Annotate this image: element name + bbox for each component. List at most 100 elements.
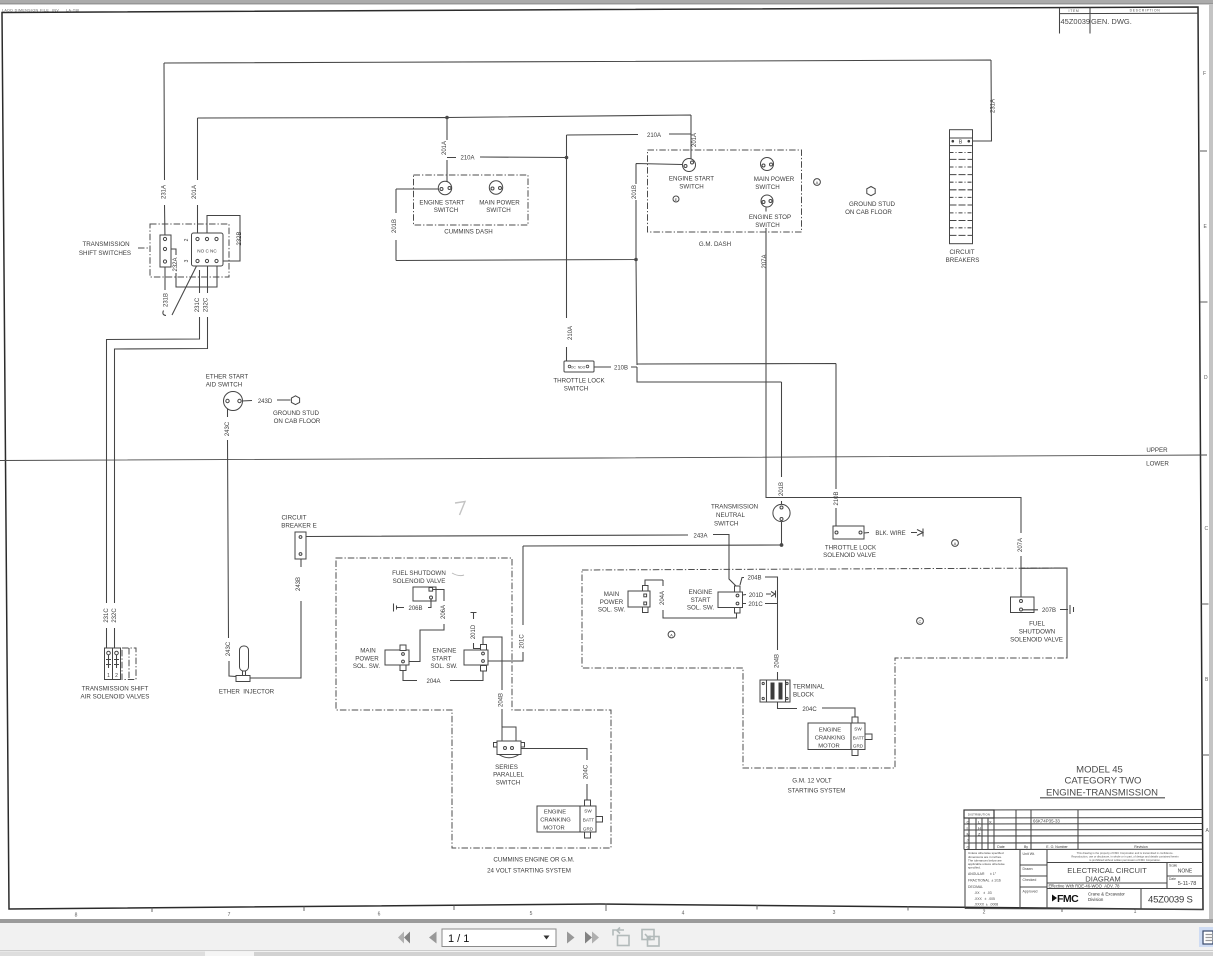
svg-text:210B: 210B [614, 366, 628, 372]
svg-text:SOLENOID VALVE: SOLENOID VALVE [1010, 637, 1063, 644]
svg-text:Unit Wt.: Unit Wt. [1023, 852, 1035, 856]
svg-text:SWITCH: SWITCH [755, 184, 779, 191]
svg-text:204B: 204B [747, 576, 761, 582]
svg-text:206A: 206A [441, 605, 447, 619]
svg-text:B: B [1205, 677, 1209, 683]
svg-text:NEUTRAL: NEUTRAL [716, 512, 745, 519]
svg-text:C: C [919, 619, 922, 624]
svg-text:F: F [1203, 71, 1206, 77]
svg-text:SHIFT SWITCHES: SHIFT SWITCHES [79, 250, 131, 257]
svg-text:243B: 243B [296, 577, 302, 591]
svg-text:BREAKER E: BREAKER E [281, 523, 316, 530]
svg-text:Crane & Excavator: Crane & Excavator [1088, 892, 1125, 897]
svg-text:Approved: Approved [1023, 890, 1038, 894]
svg-text:A: A [954, 541, 957, 546]
svg-text:FMC: FMC [1057, 893, 1079, 905]
svg-text:CRANKING: CRANKING [815, 736, 846, 742]
svg-text:201A: 201A [692, 133, 698, 147]
svg-text:201D: 201D [749, 593, 764, 599]
svg-text:ENGINE START: ENGINE START [669, 176, 714, 183]
svg-text:This drawing is the property o: This drawing is the property of FMC Corp… [1077, 851, 1174, 855]
svg-text:SOL. SW.: SOL. SW. [430, 663, 457, 670]
svg-text:DECIMAL: DECIMAL [968, 885, 983, 889]
svg-text:SWITCH: SWITCH [496, 780, 520, 787]
svg-text:232B: 232B [237, 231, 243, 245]
svg-text:Reproduction, use or disclosur: Reproduction, use or disclosure, in whol… [1071, 854, 1179, 858]
svg-text:SW: SW [584, 809, 592, 814]
svg-text:MODEL 45: MODEL 45 [1076, 765, 1123, 776]
svg-text:1: 1 [107, 673, 110, 679]
svg-text:1 / 1: 1 / 1 [448, 933, 469, 945]
svg-text:ENGINE START: ENGINE START [419, 200, 464, 207]
svg-text:7: 7 [228, 912, 231, 918]
svg-text:SOL. SW.: SOL. SW. [687, 605, 714, 612]
svg-text:CATEGORY TWO: CATEGORY TWO [1065, 776, 1142, 787]
svg-text:243A: 243A [693, 534, 707, 540]
svg-text:C: C [1205, 526, 1209, 532]
svg-text:ITEM: ITEM [1069, 9, 1080, 13]
svg-text:CIRCUIT: CIRCUIT [949, 249, 974, 256]
svg-text:DIAGRAM: DIAGRAM [1085, 875, 1120, 884]
svg-text:204A: 204A [426, 679, 440, 685]
svg-text:SOLENOID VALVE: SOLENOID VALVE [823, 552, 876, 559]
svg-text:SWITCH: SWITCH [714, 521, 738, 528]
svg-text:ON CAB FLOOR: ON CAB FLOOR [845, 209, 892, 216]
svg-text:231A: 231A [162, 185, 168, 199]
svg-text:Effective With RDE-46-WOO ADV: Effective With RDE-46-WOO ADV. 78 [1049, 883, 1121, 888]
svg-text:GRD: GRD [853, 744, 864, 749]
svg-text:204A: 204A [660, 591, 666, 605]
svg-text:BLOCK: BLOCK [793, 692, 815, 699]
svg-text:TRANSMISSION SHIFT: TRANSMISSION SHIFT [82, 686, 149, 693]
svg-text:5: 5 [530, 911, 533, 917]
svg-text:ENGINE STOP: ENGINE STOP [749, 214, 791, 221]
svg-text:SHUTDOWN: SHUTDOWN [1019, 629, 1055, 636]
svg-text:BLK. WIRE: BLK. WIRE [875, 531, 905, 537]
svg-text:A: A [670, 633, 673, 638]
svg-text:C: C [967, 819, 970, 824]
svg-text:Date: Date [1169, 877, 1176, 881]
svg-text:BATT: BATT [853, 736, 865, 741]
svg-text:SWITCH: SWITCH [755, 222, 779, 229]
svg-text:MOTOR: MOTOR [543, 826, 564, 832]
svg-text:210A: 210A [460, 156, 474, 162]
svg-text:3: 3 [184, 259, 190, 262]
svg-text:207B: 207B [1042, 608, 1056, 614]
svg-text:Checked: Checked [1023, 878, 1037, 882]
svg-text:GRD: GRD [583, 827, 594, 832]
svg-text:204C: 204C [584, 764, 590, 779]
svg-text:204B: 204B [499, 693, 505, 707]
svg-text:1: 1 [1134, 909, 1137, 915]
svg-text:DESCRIPTION: DESCRIPTION [1130, 9, 1161, 13]
svg-text:SWITCH: SWITCH [564, 386, 588, 393]
svg-text:Unless otherwise specified: Unless otherwise specified [968, 851, 1004, 855]
svg-text:243D: 243D [258, 399, 273, 405]
svg-text:TRANSMISSION: TRANSMISSION [82, 241, 129, 248]
svg-text:ENGINE: ENGINE [433, 648, 457, 655]
svg-text:201C: 201C [748, 602, 763, 608]
svg-text:243C: 243C [225, 421, 231, 436]
svg-text:ENGINE-TRANSMISSION: ENGINE-TRANSMISSION [1046, 788, 1158, 799]
svg-text:Scale: Scale [1169, 864, 1177, 868]
svg-text:UPPER: UPPER [1146, 447, 1168, 454]
svg-text:NO C NC: NO C NC [197, 249, 217, 254]
svg-text:CUMMINS DASH: CUMMINS DASH [444, 229, 492, 236]
svg-text:TERMINAL: TERMINAL [793, 684, 825, 691]
svg-text:2: 2 [115, 673, 118, 679]
svg-text:GROUND STUD: GROUND STUD [849, 201, 896, 208]
svg-text:SWITCH: SWITCH [679, 184, 703, 191]
svg-text:201C: 201C [520, 634, 526, 649]
svg-text:CIRCUIT: CIRCUIT [281, 515, 306, 522]
svg-text:210B: 210B [834, 491, 840, 505]
svg-text:201D: 201D [471, 624, 477, 639]
svg-text:BATT: BATT [583, 818, 595, 823]
svg-text:201B: 201B [392, 219, 398, 233]
svg-text:SWITCH: SWITCH [486, 207, 510, 214]
svg-text:NONE: NONE [1178, 869, 1193, 875]
svg-text:THROTTLE LOCK: THROTTLE LOCK [825, 545, 877, 552]
svg-text:45Z0039 S: 45Z0039 S [1148, 895, 1193, 906]
svg-text:8: 8 [75, 913, 78, 919]
svg-text:H: H [978, 825, 981, 830]
svg-text:201B: 201B [632, 185, 638, 199]
svg-text:POWER: POWER [355, 656, 379, 663]
svg-text:243C: 243C [226, 641, 232, 656]
